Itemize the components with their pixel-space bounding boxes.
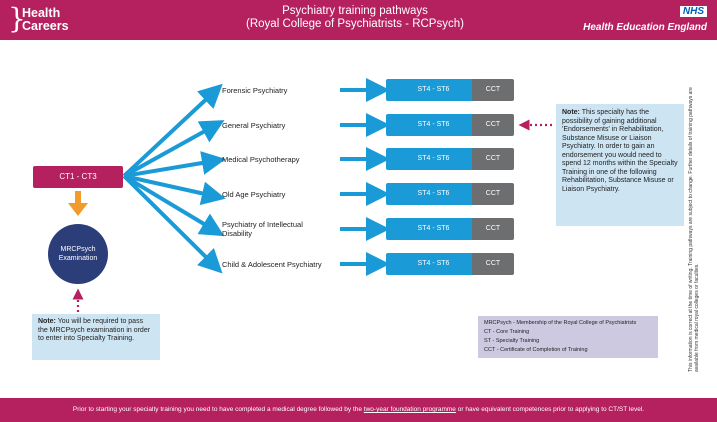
- endorsement-note: Note: This specialty has the possibility…: [556, 104, 684, 226]
- st-box-medical-psychotherapy: ST4 - ST6: [386, 148, 481, 170]
- brace-icon: }: [8, 2, 26, 35]
- cct-box-forensic: CCT: [472, 79, 514, 101]
- specialty-general: General Psychiatry: [222, 121, 286, 130]
- cct-box-old-age: CCT: [472, 183, 514, 205]
- st-box-forensic: ST4 - ST6: [386, 79, 481, 101]
- cct-box-child-adolescent: CCT: [472, 253, 514, 275]
- note-left-prefix: Note:: [38, 318, 56, 325]
- arrow-to-forensic: [122, 83, 223, 178]
- orange-down-arrow: [68, 191, 88, 216]
- glossary-box: MRCPsych - Membership of the Royal Colle…: [478, 316, 658, 358]
- header-bar: } Health Careers Psychiatry training pat…: [0, 0, 717, 40]
- hee-logo-text: Health Education England: [583, 22, 707, 33]
- arrow-to-child-adolescent: [122, 174, 223, 274]
- health-careers-logo[interactable]: } Health Careers: [8, 4, 88, 36]
- glossary-item: CCT - Certificate of Completion of Train…: [484, 347, 588, 353]
- nhs-logo: NHS: [679, 6, 707, 17]
- side-disclaimer-text: This information is correct at the time …: [688, 87, 700, 372]
- st-box-intellectual-disability: ST4 - ST6: [386, 218, 481, 240]
- arrow-to-general: [123, 120, 225, 178]
- specialty-forensic: Forensic Psychiatry: [222, 86, 288, 95]
- specialty-medical-psychotherapy: Medical Psychotherapy: [222, 155, 300, 164]
- side-disclaimer: This information is correct at the time …: [688, 72, 714, 372]
- note-left-text: You will be required to pass the MRCPsyc…: [38, 318, 151, 342]
- footer-bar: Prior to starting your specialty trainin…: [0, 398, 717, 422]
- page-title: Psychiatry training pathways (Royal Coll…: [200, 5, 510, 31]
- cct-box-general: CCT: [472, 114, 514, 136]
- footer-text-before: Prior to starting your specialty trainin…: [72, 406, 362, 413]
- note-right-prefix: Note:: [562, 109, 580, 116]
- note-right-text: This specialty has the possibility of ga…: [562, 109, 678, 193]
- arrow-to-medical-psychotherapy: [123, 151, 226, 178]
- exam-note: Note: You will be required to pass the M…: [32, 314, 160, 360]
- exam-label: MRCPsych Examination: [58, 246, 98, 262]
- glossary-item: MRCPsych - Membership of the Royal Colle…: [484, 320, 637, 326]
- specialty-old-age: Old Age Psychiatry: [222, 190, 286, 199]
- arrow-to-intellectual-disability: [122, 174, 225, 237]
- foundation-programme-link[interactable]: two-year foundation programme: [363, 406, 456, 413]
- logo-line1: Health: [22, 6, 61, 20]
- title-line1: Psychiatry training pathways: [282, 5, 428, 17]
- st-box-child-adolescent: ST4 - ST6: [386, 253, 481, 275]
- st-box-general: ST4 - ST6: [386, 114, 481, 136]
- glossary-item: ST - Specialty Training: [484, 338, 540, 344]
- st-box-old-age: ST4 - ST6: [386, 183, 481, 205]
- title-line2: (Royal College of Psychiatrists - RCPsyc…: [246, 18, 464, 30]
- mrcpsych-exam-circle: MRCPsych Examination: [48, 224, 108, 284]
- specialty-intellectual-disability: Psychiatry of Intellectual Disability: [222, 220, 303, 238]
- ct-box: CT1 - CT3: [33, 166, 123, 188]
- cct-box-intellectual-disability: CCT: [472, 218, 514, 240]
- specialty-child-adolescent: Child & Adolescent Psychiatry: [222, 260, 322, 269]
- glossary-item: CT - Core Training: [484, 329, 530, 335]
- footer-text-after: or have equivalent competences prior to …: [457, 406, 645, 413]
- arrow-to-old-age: [123, 174, 226, 206]
- cct-box-medical-psychotherapy: CCT: [472, 148, 514, 170]
- logo-line2: Careers: [22, 19, 69, 33]
